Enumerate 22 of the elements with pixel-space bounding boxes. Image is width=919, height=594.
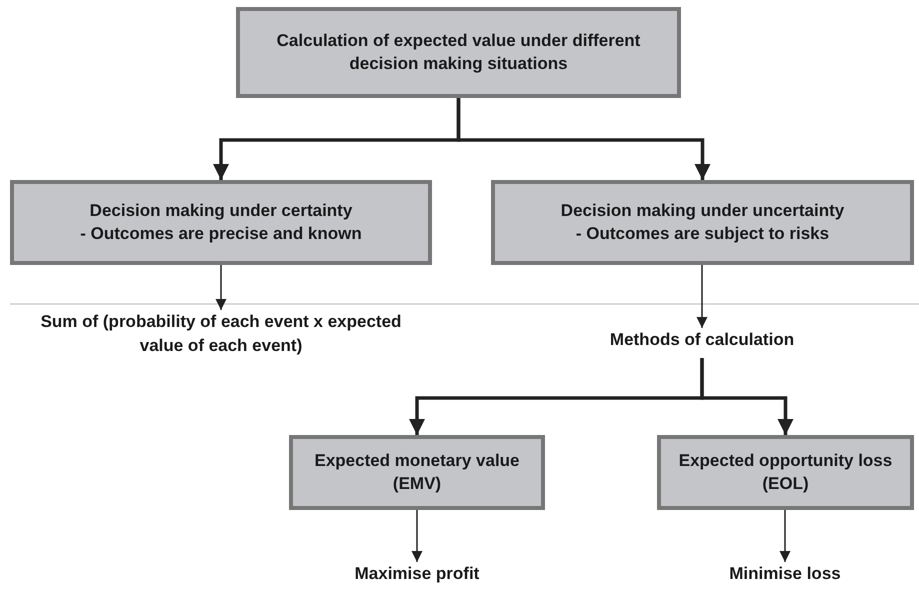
text-label: Methods of calculation [572, 328, 832, 352]
arrow [780, 510, 790, 562]
arrow [216, 265, 226, 310]
box-heading: Decision making under certainty [90, 200, 352, 222]
arrow [456, 98, 710, 180]
process-box [491, 180, 914, 265]
process-box [289, 435, 545, 510]
process-box [657, 435, 914, 510]
arrow [412, 510, 422, 562]
box-text: - Outcomes are subject to risks [576, 222, 830, 244]
box-heading: Expected monetary value (EMV) [313, 450, 521, 494]
box-text: - Outcomes are precise and known [80, 222, 362, 244]
text-label: Maximise profit [317, 562, 517, 586]
arrow [700, 358, 794, 435]
box-heading: Decision making under uncertainty [560, 200, 844, 222]
box-heading: Expected opportunity loss (EOL) [678, 450, 894, 494]
text-label: Sum of (probability of each event x expected value of each event) [20, 310, 422, 358]
text-label: Minimise loss [700, 562, 870, 586]
box-heading: Calculation of expected value under different decision making situations [276, 30, 642, 75]
process-box [236, 7, 681, 98]
process-box [10, 180, 432, 265]
arrow [696, 265, 708, 328]
